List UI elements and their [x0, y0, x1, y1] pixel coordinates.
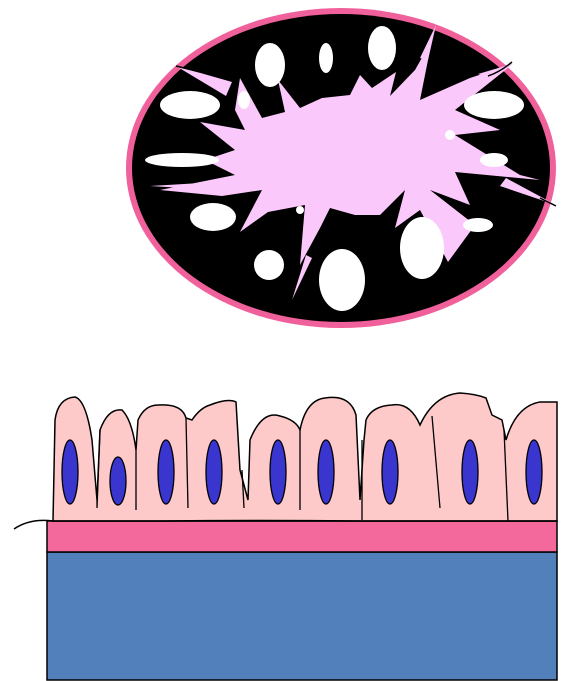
- cell-nucleus: [462, 440, 478, 504]
- wall-nucleus: [400, 217, 444, 279]
- epithelial-cell-layer: [53, 393, 557, 521]
- tubule-cross-section: [126, 8, 556, 328]
- wall-nucleus: [160, 91, 220, 119]
- cell-nucleus: [62, 440, 78, 504]
- wall-nucleus: [238, 91, 250, 109]
- cell-nucleus: [270, 440, 286, 504]
- wall-nucleus: [368, 26, 396, 70]
- wall-nucleus: [145, 153, 219, 167]
- cell-nucleus: [110, 457, 126, 505]
- wall-nucleus: [296, 206, 304, 214]
- wall-nucleus: [190, 203, 236, 231]
- wall-nucleus: [255, 43, 285, 87]
- wall-nucleus: [463, 218, 493, 232]
- wall-nucleus: [319, 249, 365, 311]
- wall-nucleus: [445, 130, 455, 140]
- cell-nucleus: [526, 440, 542, 504]
- wall-nucleus: [464, 91, 524, 119]
- connective-tissue-layer: [47, 552, 557, 680]
- cell-nucleus: [158, 440, 174, 504]
- cell-nucleus: [318, 440, 334, 504]
- cell-nucleus: [206, 440, 222, 504]
- basement-membrane: [47, 521, 557, 552]
- epithelium-section: [14, 393, 557, 680]
- wall-nucleus: [319, 43, 333, 73]
- cell-nucleus: [382, 440, 398, 504]
- wall-nucleus: [480, 153, 508, 167]
- wall-nucleus: [254, 250, 284, 280]
